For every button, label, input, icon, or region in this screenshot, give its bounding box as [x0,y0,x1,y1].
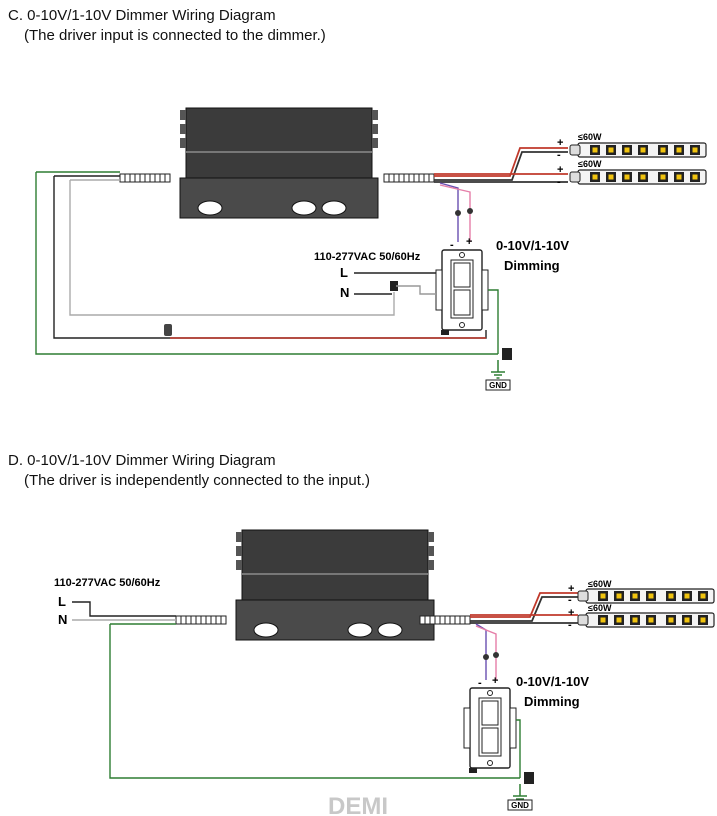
section-d-subtitle: (The driver is independently connected t… [24,472,371,489]
diagram-d: + - + - ≤60W ≤60W - + 0-10V/1-10V Dimmin… [54,529,715,811]
voltage-label: 110-277VAC 50/60Hz [54,577,161,589]
driver-c [179,107,379,219]
strip-power-label: ≤60W [578,132,602,142]
strip-power-label: ≤60W [588,603,612,613]
plus-label: + [568,607,574,619]
input-cable-c [119,173,171,183]
minus-label: - [568,594,572,606]
dimming-label-bottom: Dimming [504,258,560,273]
strip-power-label: ≤60W [588,579,612,589]
line-label: L [58,594,66,609]
diagram-c: + - + - ≤60W ≤60W - + 0-10V/1-10V Dimmin… [35,107,707,391]
neutral-label: N [58,612,67,627]
minus-label: - [557,176,561,188]
plus-label: + [557,164,563,176]
section-c-title: C. 0-10V/1-10V Dimmer Wiring Diagram [8,7,276,24]
section-d-title: D. 0-10V/1-10V Dimmer Wiring Diagram [8,452,276,469]
plus-label: + [466,236,472,248]
dimming-label-top: 0-10V/1-10V [516,674,589,689]
output-cable-d [419,615,471,625]
voltage-label: 110-277VAC 50/60Hz [314,251,421,263]
minus-label: - [450,239,454,251]
dimmer-d [463,687,517,774]
dimming-label-bottom: Dimming [524,694,580,709]
dimmer-c [435,249,489,336]
dimming-label-top: 0-10V/1-10V [496,238,569,253]
minus-label: - [478,677,482,689]
input-cable-d [175,615,227,625]
line-label: L [340,265,348,280]
led-strip-c-2 [569,169,707,185]
driver-d [235,529,435,641]
minus-label: - [568,619,572,631]
plus-label: + [568,583,574,595]
plus-label: + [557,137,563,149]
gnd-label: GND [511,801,529,810]
minus-label: - [557,149,561,161]
gnd-label: GND [489,381,507,390]
watermark: DEMI [328,793,388,816]
plus-label: + [492,675,498,687]
led-strip-d-1 [577,588,715,604]
section-c-subtitle: (The driver input is connected to the di… [24,27,326,44]
output-cable-c [383,173,435,183]
neutral-label: N [340,285,349,300]
strip-power-label: ≤60W [578,159,602,169]
led-strip-c-1 [569,142,707,158]
led-strip-d-2 [577,612,715,628]
